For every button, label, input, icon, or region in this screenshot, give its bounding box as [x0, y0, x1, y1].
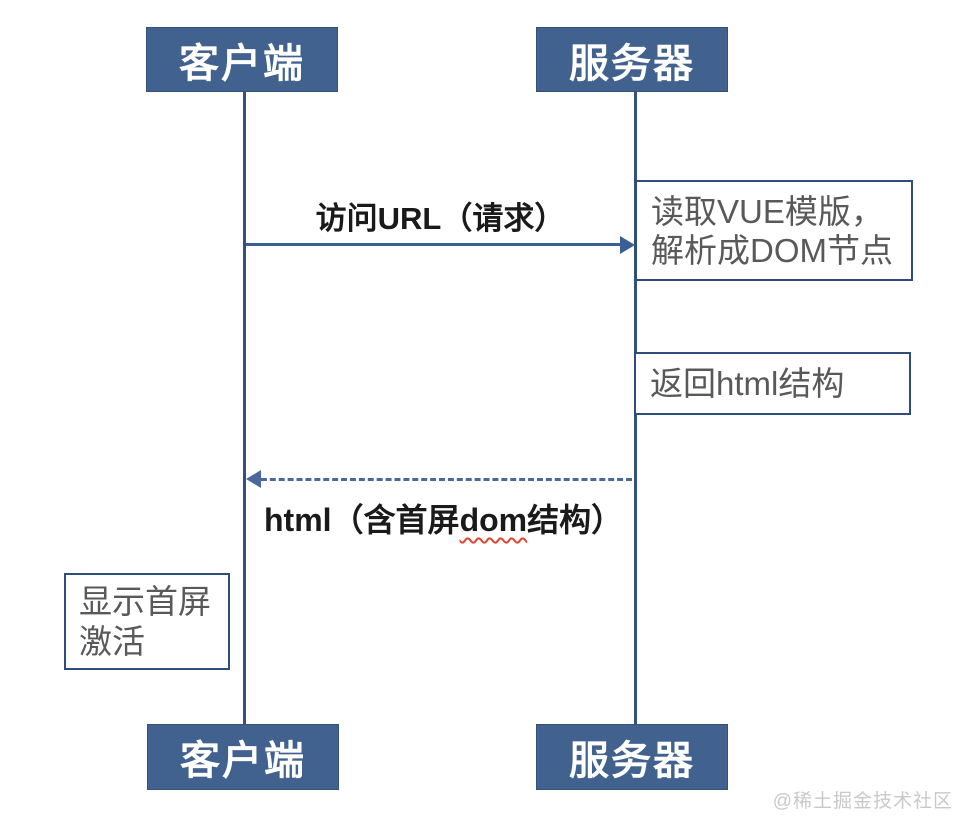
request-message-label: 访问URL（请求） [315, 201, 566, 236]
actor-server-bottom: 服务器 [536, 724, 728, 790]
arrowhead-right-icon [620, 236, 635, 254]
response-message-label: html（含首屏dom结构） [264, 495, 623, 541]
watermark: @稀土掘金技术社区 [772, 791, 953, 812]
note-line: 显示首屏 [79, 582, 211, 620]
note-display-first-screen: 显示首屏 激活 [64, 573, 230, 670]
actor-server-top: 服务器 [536, 27, 728, 92]
note-line: 读取VUE模版， [651, 192, 884, 230]
response-label-suffix: 结构） [527, 502, 624, 538]
actor-client-top: 客户端 [146, 27, 338, 92]
arrowhead-left-icon [246, 470, 261, 488]
response-arrow [252, 478, 632, 481]
request-arrow [246, 243, 623, 246]
actor-client-bottom: 客户端 [147, 724, 339, 790]
note-line: 返回html结构 [650, 365, 845, 402]
note-read-vue-template: 读取VUE模版， 解析成DOM节点 [635, 180, 913, 281]
note-line: 解析成DOM节点 [651, 231, 893, 269]
spellcheck-squiggle-text: dom [459, 502, 528, 538]
note-return-html: 返回html结构 [634, 352, 911, 415]
response-label-prefix: html（含首屏 [264, 502, 460, 538]
note-line: 激活 [79, 622, 145, 660]
client-lifeline [243, 92, 246, 725]
